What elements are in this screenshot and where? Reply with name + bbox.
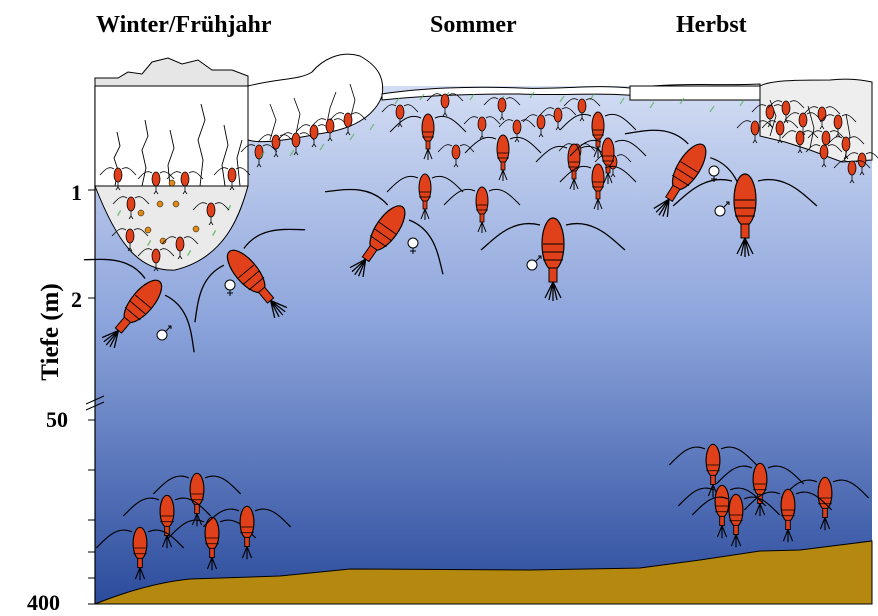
depth-axis-label: Tiefe (m) [37,267,65,397]
season-label-winter: Winter/Frühjahr [96,12,272,39]
depth-tick-1: 1 [22,180,82,206]
season-label-summer: Sommer [430,12,517,39]
depth-tick-400: 400 [0,590,60,616]
depth-tick-50: 50 [8,407,68,433]
season-label-autumn: Herbst [676,12,747,39]
